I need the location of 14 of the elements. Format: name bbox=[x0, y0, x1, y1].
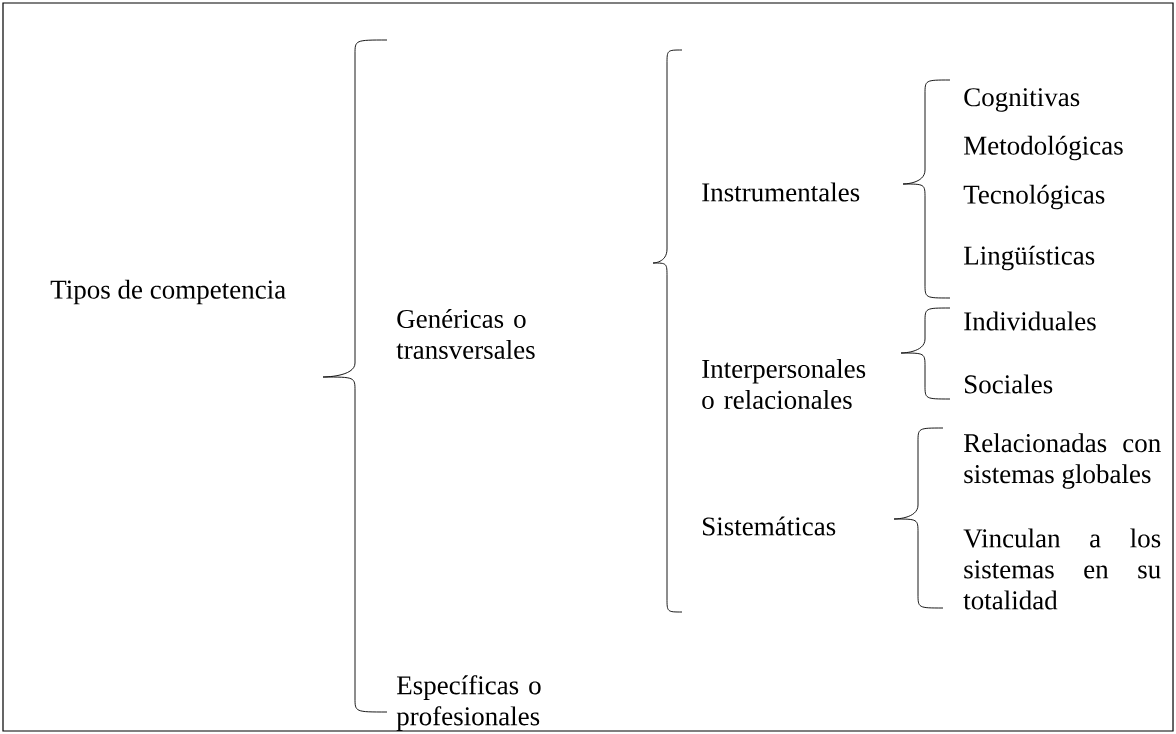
category-label: Cognitivas bbox=[964, 88, 1080, 112]
category-label: Vinculan a los sistemas en su totalidad bbox=[963, 528, 1161, 610]
category-label: Tecnológicas bbox=[963, 184, 1105, 210]
category-label: Sociales bbox=[965, 374, 1053, 394]
category-label: Tipos de competencia bbox=[50, 279, 286, 305]
category-label: Genéricas o transversales bbox=[396, 309, 535, 360]
category-label: Metodológicas bbox=[964, 135, 1123, 161]
category-label: Interpersonales o relacionales bbox=[702, 359, 866, 409]
category-label: Específicas o profesionales bbox=[396, 675, 541, 731]
category-label: Lingüísticas bbox=[964, 245, 1095, 271]
category-label: Sistemáticas bbox=[703, 516, 836, 536]
category-label: Relacionadas con sistemas globales bbox=[964, 433, 1161, 489]
category-label: Individuales bbox=[964, 311, 1096, 331]
category-label: Instrumentales bbox=[702, 182, 860, 202]
